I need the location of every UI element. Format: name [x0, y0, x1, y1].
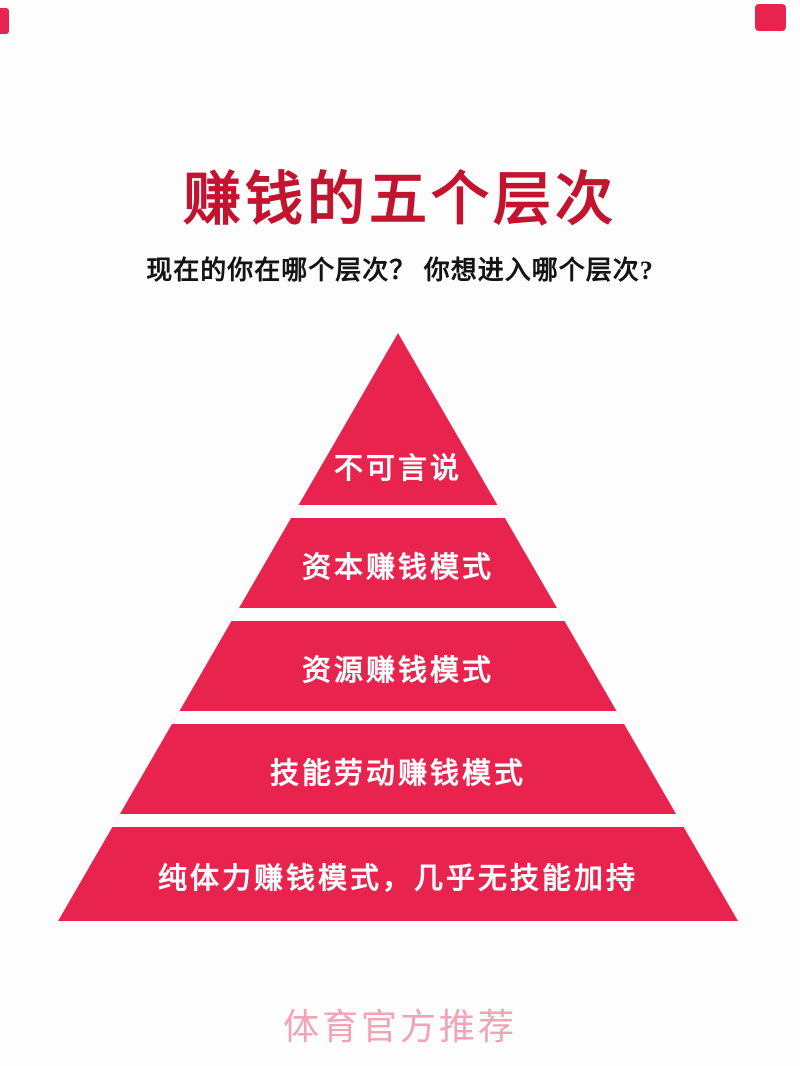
page-title: 赚钱的五个层次: [182, 167, 617, 232]
level-divider: [58, 711, 738, 724]
pyramid-level-2-label: 资本赚钱模式: [301, 552, 494, 584]
page-subtitle: 现在的你在哪个层次？ 你想进入哪个层次?: [146, 256, 654, 285]
pyramid-level-3-label: 资源赚钱模式: [301, 655, 494, 687]
pyramid-level-5-label: 纯体力赚钱模式，几乎无技能加持: [157, 863, 638, 895]
top-right-logo-fragment-icon: [755, 4, 786, 31]
pyramid-diagram: 不可言说 资本赚钱模式 资源赚钱模式 技能劳动赚钱模式 纯体力赚钱模式，几乎无技…: [58, 333, 738, 921]
pyramid-level-1-label: 不可言说: [333, 453, 462, 485]
top-left-logo-fragment-icon: [0, 8, 9, 34]
level-divider: [58, 505, 738, 518]
level-divider: [58, 608, 738, 621]
pyramid-level-4-label: 技能劳动赚钱模式: [269, 758, 526, 790]
level-divider: [58, 814, 738, 827]
bottom-watermark: 体育官方推荐: [282, 1007, 517, 1047]
